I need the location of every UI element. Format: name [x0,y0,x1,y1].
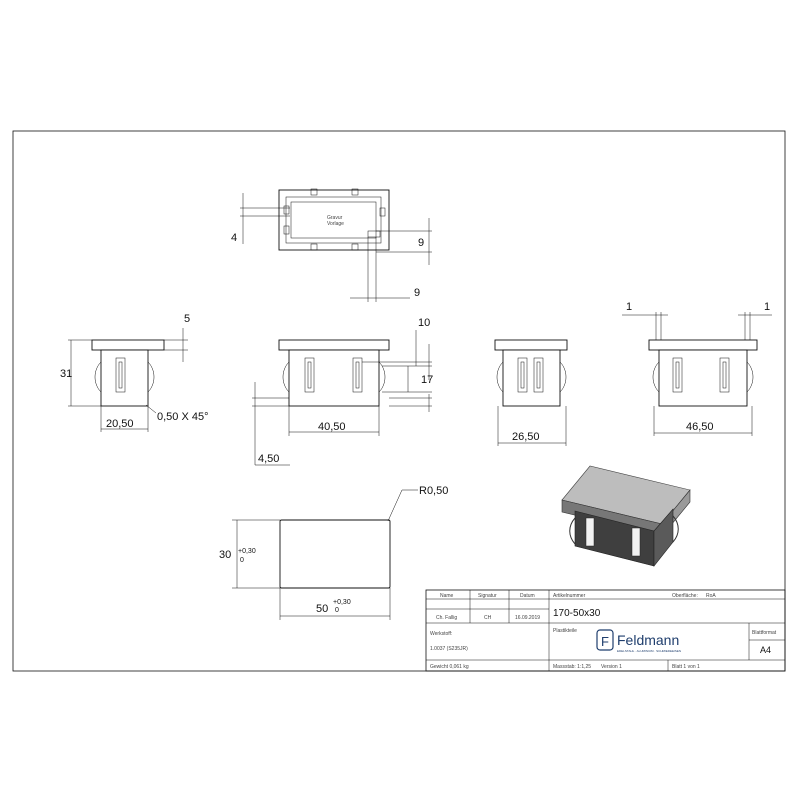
front-view: 10 17 40,50 4,50 [252,317,433,466]
dim-width-tol-lower: 0 [335,607,339,614]
dim-flange-5: 5 [184,313,190,325]
dim-width-tol-upper: +0,30 [333,599,351,606]
dim-width-26-50: 26,50 [512,431,540,443]
dim-width-20-50: 20,50 [106,418,134,430]
tb-blattformat-label: Blattformat [752,630,777,636]
dim-height-tol-lower: 0 [240,557,244,564]
tb-massstab: Massstab: 1:1,25 [553,664,591,670]
tb-article-number: 170-50x30 [553,608,601,619]
tb-benennung: Plastikteile [553,628,577,634]
tb-name-value: Ch. Fallig [436,615,457,621]
tb-datum-value: 16.09.2019 [515,615,540,621]
dim-width-40-50: 40,50 [318,421,346,433]
dim-height-tol-upper: +0,30 [238,548,256,555]
dim-offset-4-50: 4,50 [258,453,279,465]
tb-header-artikelnummer: Artikelnummer [553,593,586,599]
tb-header-datum: Datum [520,593,535,599]
profile-view: R0,50 30 +0,30 0 50 +0,30 0 [219,485,448,620]
tb-header-oberflaeche: Oberfläche: [672,593,698,599]
dim-height-31: 31 [60,368,72,380]
dim-17: 17 [421,374,433,386]
title-block: Name Signatur Datum Artikelnummer Oberfl… [425,589,786,672]
tb-oberflaeche-value: RoA [706,593,716,599]
tb-header-signatur: Signatur [478,593,497,599]
gravur-label: Gravur [327,215,343,221]
dim-chamfer: 0,50 X 45° [157,411,209,423]
tb-version: Version 1 [601,664,622,670]
brand-tagline: EDELSTAHL · ALUMINIUM · SCHMIEDEEISEN [617,649,681,653]
dim-step-right-1: 1 [764,301,770,313]
sheet-border [12,130,786,672]
dim-radius: R0,50 [419,485,448,497]
back-view: 1 1 46,50 [622,301,772,436]
dim-width-46-50: 46,50 [686,421,714,433]
tb-werkstoff-value: 1.0037 (S235JR) [430,646,468,652]
brand-name: Feldmann [617,632,679,648]
tb-blattformat-value: A4 [760,645,771,655]
isometric-view [561,465,691,567]
tb-gewicht: Gewicht 0,061 kg [430,664,469,670]
top-view: Gravur Vorlage 4 9 9 [231,188,432,302]
brand-logo-icon [596,629,614,651]
side-left-view: 31 5 20,50 0,50 X 45° [60,313,209,432]
dim-height-30: 30 [219,549,231,561]
dim-top-right-9: 9 [418,237,424,249]
dim-step-left-1: 1 [626,301,632,313]
tb-blatt: Blatt 1 von 1 [672,664,700,670]
brand-logo-letter: F [601,634,609,649]
tb-signatur-value: CH [484,615,492,621]
tb-header-name: Name [440,593,454,599]
side-right-view: 26,50 [494,339,568,446]
vorlage-label: Vorlage [327,221,344,227]
tb-werkstoff-label: Werkstoff: [430,631,452,637]
dim-top-left-4: 4 [231,232,237,244]
dim-10: 10 [418,317,430,329]
dim-top-bottom-9: 9 [414,287,420,299]
dim-width-50: 50 [316,603,328,615]
